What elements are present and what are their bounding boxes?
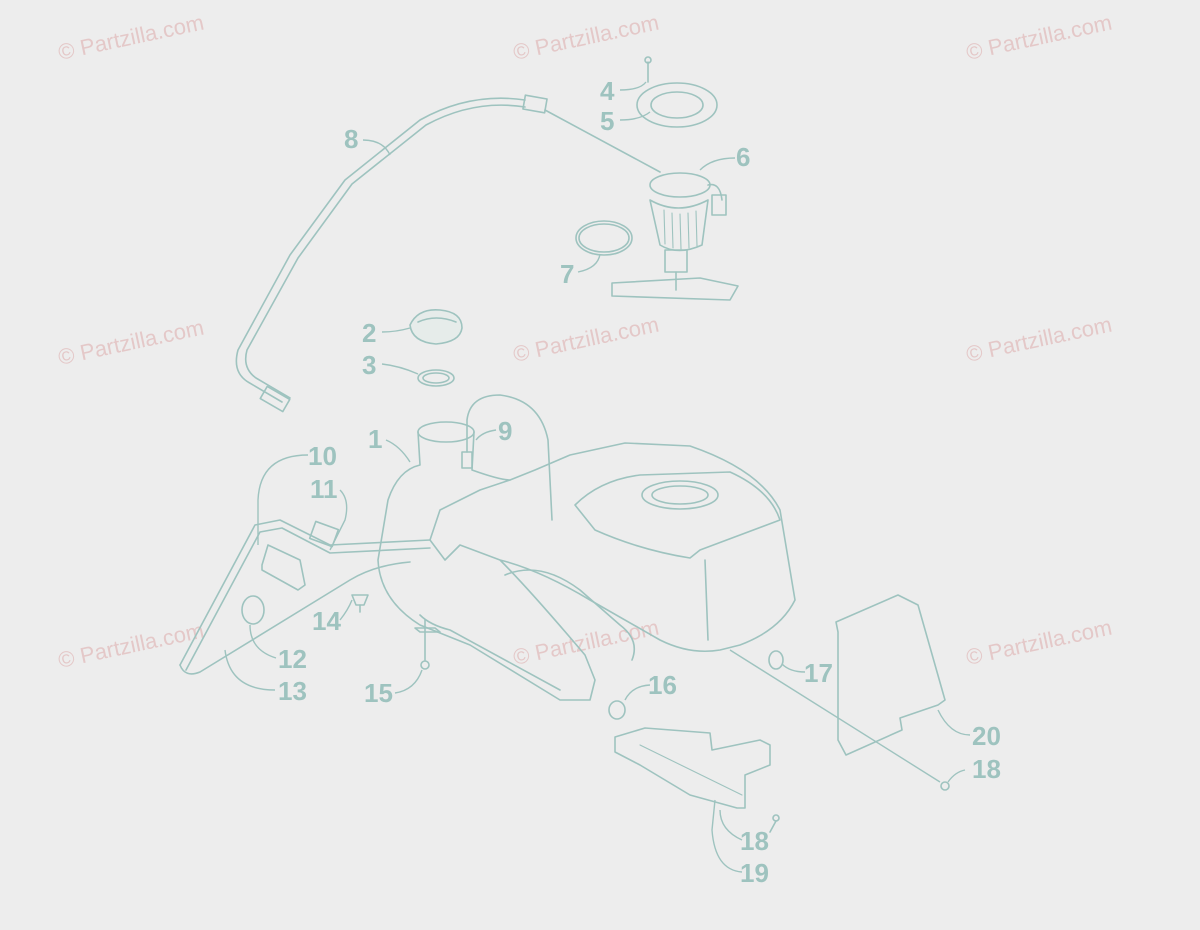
- part-7-o-ring: [575, 220, 633, 256]
- callout-20: 20: [972, 721, 1001, 751]
- callout-4: 4: [600, 76, 615, 106]
- callouts: 4 5 6 7 8 2 3 1 9 10 11 12 13 14 15 16 1…: [278, 76, 1001, 888]
- part-9-hose-clamp: [461, 394, 553, 521]
- part-4-screw: [644, 56, 652, 83]
- part-12-clamp: [241, 595, 265, 625]
- part-5-gasket-plate: [636, 82, 718, 128]
- watermark: © Partzilla.com: [964, 615, 1114, 670]
- part-16-grommet: [608, 700, 626, 720]
- callout-3: 3: [362, 350, 376, 380]
- part-6-fuel-pump: [544, 109, 739, 301]
- part-19-heat-shield: [614, 727, 771, 809]
- part-1-fuel-tank: [377, 421, 796, 701]
- callout-11: 11: [310, 474, 338, 504]
- watermark: © Partzilla.com: [511, 10, 661, 65]
- watermark: © Partzilla.com: [56, 618, 206, 673]
- callout-15: 15: [364, 678, 393, 708]
- watermark: © Partzilla.com: [511, 312, 661, 367]
- part-2-fuel-cap: [409, 308, 463, 345]
- part-17-grommet: [768, 650, 784, 670]
- part-15-bolt: [414, 619, 441, 670]
- watermark: © Partzilla.com: [964, 312, 1114, 367]
- callout-13: 13: [278, 676, 307, 706]
- callout-9: 9: [498, 416, 512, 446]
- leader-lines: [224, 81, 971, 873]
- part-8-vent-hose: [235, 94, 548, 413]
- callout-7: 7: [560, 259, 574, 289]
- callout-19: 19: [740, 858, 769, 888]
- callout-2: 2: [362, 318, 376, 348]
- watermark: © Partzilla.com: [56, 10, 206, 65]
- part-10-bracket: [261, 544, 306, 591]
- part-3-cap-gasket: [417, 369, 455, 387]
- callout-10: 10: [308, 441, 337, 471]
- part-14-grommet: [351, 594, 369, 613]
- watermark: © Partzilla.com: [511, 615, 661, 670]
- callout-8: 8: [344, 124, 358, 154]
- callout-18: 18: [972, 754, 1001, 784]
- watermark: © Partzilla.com: [56, 315, 206, 370]
- watermark: © Partzilla.com: [964, 10, 1114, 65]
- callout-6: 6: [736, 142, 750, 172]
- callout-18: 18: [740, 826, 769, 856]
- callout-14: 14: [312, 606, 341, 636]
- callout-16: 16: [648, 670, 677, 700]
- part-13-fuel-hose: [179, 519, 431, 675]
- part-20-heat-shield: [835, 594, 946, 756]
- callout-17: 17: [804, 658, 833, 688]
- callout-5: 5: [600, 106, 614, 136]
- watermarks: © Partzilla.com © Partzilla.com © Partzi…: [56, 10, 1114, 673]
- part-18-screw: [729, 649, 950, 791]
- part-18-screw: [769, 814, 780, 833]
- callout-1: 1: [368, 424, 382, 454]
- callout-12: 12: [278, 644, 307, 674]
